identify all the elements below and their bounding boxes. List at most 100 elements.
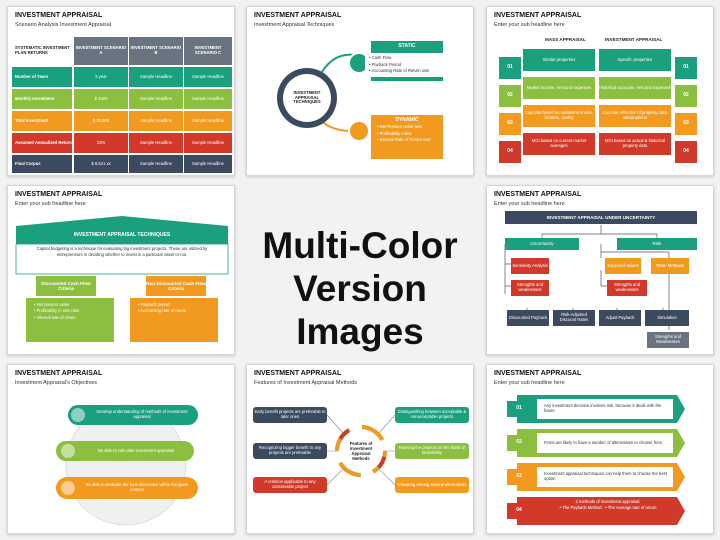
list-item: • Net present value — [34, 302, 70, 307]
slide-title: INVESTMENT APPRAISAL — [494, 12, 582, 19]
list-item: • Profitability in rate ratio — [34, 308, 80, 314]
table-cell: $ 20,800 — [74, 111, 128, 131]
row-number: 02 — [675, 85, 697, 107]
step-bullets: • The Payback Method • The Average rate … — [559, 505, 657, 511]
table-header-cell: INVESTMENT SCENARIO C — [184, 37, 232, 65]
list-item: • Payback Period — [369, 61, 401, 67]
row-number: 01 — [675, 57, 697, 79]
slide-title: INVESTMENT APPRAISAL — [15, 12, 103, 19]
slide-thumbnail-8[interactable]: INVESTMENT APPRAISAL Features of Investm… — [246, 364, 474, 534]
list-item: • Net Present Value ows — [377, 124, 422, 129]
objectives-graphic — [56, 404, 198, 526]
step-number: 01 — [516, 405, 522, 412]
tree-node: Adjust Payback — [599, 310, 641, 326]
objective-item: Develop understanding of methods of inve… — [96, 409, 188, 419]
uncertainty-node: Uncertainty — [505, 238, 579, 250]
investment-cell: MOI based on actual & historical propert… — [599, 133, 671, 155]
step-number: 04 — [516, 507, 522, 514]
list-item: • Accounting Rate of Return ows — [369, 68, 430, 74]
table-row-label: Total Investment — [12, 111, 72, 131]
row-number: 01 — [499, 57, 521, 79]
tree-node: Strengths and Weaknesses — [647, 332, 689, 348]
column-header: INVESTMENT APPRAISAL — [605, 37, 663, 42]
table-cell: Sample Headline — [129, 155, 183, 173]
table-header-cell: INVESTMENT SCENARIO B — [129, 37, 183, 65]
feature-item: Distinguishing between acceptable & nona… — [395, 407, 469, 423]
step-text: Firms are likely to have a number of alt… — [544, 439, 662, 445]
investment-cell: Cap rate reflective of property data, as… — [599, 105, 671, 127]
column-header: MASS APPRAISAL — [545, 37, 586, 42]
table-cell: Sample Headline — [184, 111, 232, 131]
slide-subtitle: Investment Appraisal Techniques — [254, 22, 335, 28]
hub-label: Features of Investment Appraisal Methods — [349, 441, 373, 461]
slide-thumbnail-2[interactable]: INVESTMENT APPRAISAL Investment Appraisa… — [246, 6, 474, 176]
slide-thumbnail-3[interactable]: INVESTMENT APPRAISAL Enter your sub head… — [486, 6, 714, 176]
table-cell: $ 1400 — [74, 89, 128, 109]
table-row-label: Number of Years — [12, 67, 72, 87]
slide-subtitle: Enter your sub headline here — [494, 201, 565, 207]
slide-subtitle: Enter your sub headline here — [494, 380, 565, 386]
step-text: Investment appraisal techniques can help… — [544, 471, 667, 481]
objective-item: Be able to evaluate the best alternative… — [85, 482, 189, 492]
tree-node: Expected Values — [605, 258, 641, 274]
mass-cell: MOI based on current market averages — [523, 133, 595, 155]
table-row-label: Final Corpus — [12, 155, 72, 173]
features-hub-graphic — [326, 414, 396, 486]
non-discounted-list: • Payback period • Accounting rate of re… — [130, 298, 218, 342]
static-list: • Cash Flow • Payback Period • Accountin… — [365, 53, 445, 78]
table-cell: Sample Headline — [129, 133, 183, 153]
investment-cell: Specific properties — [599, 49, 671, 71]
list-item: • Cash Flow — [369, 55, 392, 60]
dynamic-box: DYNAMIC • Net Present Value ows • Profit… — [371, 115, 443, 159]
tree-node: Simulation — [645, 310, 689, 326]
hub-label: INVESTMENT APPRAISAL TECHNIQUES — [293, 89, 321, 105]
table-cell: Sample Headline — [184, 155, 232, 173]
headline-line-1: Multi-Color — [262, 225, 458, 266]
tree-node: Strengths and weaknesses — [607, 280, 647, 296]
tree-node: Discounted Payback — [507, 310, 549, 326]
objective-item: Be able to calculate investment appraisa… — [97, 447, 175, 453]
banner-shape — [15, 216, 229, 275]
slide-thumbnail-9[interactable]: INVESTMENT APPRAISAL Enter your sub head… — [486, 364, 714, 534]
feature-item: Early benefit projects are preferable to… — [253, 407, 327, 423]
discounted-list: • Net present value • Profitability in r… — [26, 298, 114, 342]
slide-title: INVESTMENT APPRAISAL — [15, 370, 103, 377]
table-row-label: Monthly Investment — [12, 89, 72, 109]
slide-subtitle: Features of Investment Appraisal Methods — [254, 380, 358, 386]
list-item: • Profitability Index — [377, 130, 412, 136]
mass-cell: Similar properties — [523, 49, 595, 71]
tree-node: Risk-Adjusted Discount Rates — [553, 310, 595, 326]
list-item: • Internal rate of return — [34, 314, 76, 320]
banner-title: INVESTMENT APPRAISAL TECHNIQUES — [73, 232, 171, 238]
slide-subtitle: Enter your sub headline here — [15, 201, 86, 207]
arrow-shapes — [507, 395, 685, 525]
slide-subtitle: Investment Appraisal's Objectives — [15, 380, 98, 386]
feature-item: Choosing among several alternatives — [395, 477, 469, 493]
headline-line-2: Version Images — [293, 268, 427, 352]
tree-node: Other Methods — [651, 258, 689, 274]
table-row-label: Assumed Annualized Return — [12, 133, 72, 153]
slide-thumbnail-4[interactable]: INVESTMENT APPRAISAL Enter your sub head… — [7, 185, 235, 355]
tree-node: Strengths and weaknesses — [511, 280, 549, 296]
slide-title: INVESTMENT APPRAISAL — [15, 191, 103, 198]
list-item: • Internal Rate of Return ows — [377, 137, 431, 143]
center-headline: Multi-Color Version Images — [246, 224, 474, 353]
slide-thumbnail-7[interactable]: INVESTMENT APPRAISAL Investment Appraisa… — [7, 364, 235, 534]
non-discounted-label: Non-Discounted Cash Flow Criteria — [146, 276, 206, 296]
table-cell: 3 year — [74, 67, 128, 87]
row-number: 03 — [499, 113, 521, 135]
slide-thumbnail-1[interactable]: INVESTMENT APPRAISAL Scenario Analysis I… — [7, 6, 235, 176]
row-number: 04 — [499, 141, 521, 163]
row-number: 03 — [675, 113, 697, 135]
table-cell: Sample Headline — [129, 111, 183, 131]
step-number: 03 — [516, 473, 522, 480]
dynamic-label: DYNAMIC — [395, 117, 419, 123]
slide-subtitle: Scenario Analysis Investment Appraisal — [15, 22, 111, 28]
step-number: 02 — [516, 439, 522, 446]
slide-thumbnail-6[interactable]: INVESTMENT APPRAISAL Enter your sub head… — [486, 185, 714, 355]
slide-title: INVESTMENT APPRAISAL — [254, 12, 342, 19]
discounted-label: Discounted Cash Flow Criteria — [36, 276, 96, 296]
feature-item: Ranking the projects on the basis of des… — [395, 443, 469, 459]
slide-title: INVESTMENT APPRAISAL — [494, 191, 582, 198]
